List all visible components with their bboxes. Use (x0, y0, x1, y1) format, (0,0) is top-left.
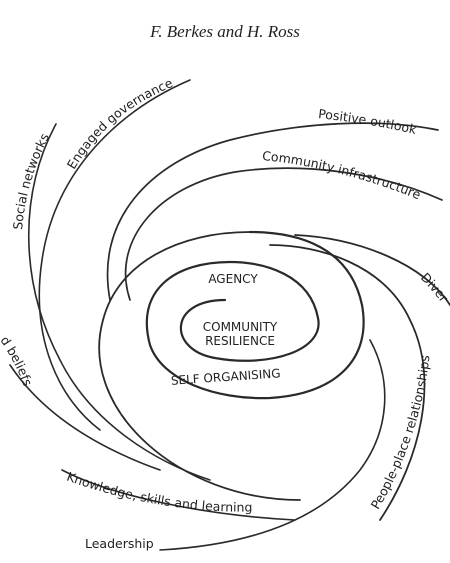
spiral-arm-positive-outlook (106, 122, 439, 301)
center-label-line1: COMMUNITY (203, 320, 278, 334)
spiral-core-loop (145, 230, 365, 400)
agency-label: AGENCY (208, 272, 258, 286)
arm-label-people-place: People-place relationships (368, 354, 433, 511)
spiral-arm-people-place (269, 244, 426, 521)
arm-label-positive-outlook: Positive outlook (318, 106, 419, 137)
self-organising-label: SELF ORGANISING (170, 366, 281, 388)
arm-label-social-networks: Social networks (10, 131, 52, 231)
page-header-authors: F. Berkes and H. Ross (150, 22, 300, 41)
arm-label-leadership: Leadership (85, 536, 154, 551)
spiral-arm-engaged-governance (38, 79, 191, 431)
spiral-arm-social-outer (27, 123, 211, 481)
arm-label-diversity: Diver (418, 270, 450, 306)
center-label-line2: RESILIENCE (205, 334, 275, 348)
spiral-arm-community-infrastructure (124, 167, 443, 301)
spiral-arm-diversity (294, 234, 450, 306)
spiral-arm-leadership (159, 339, 386, 551)
spiral-arm-values-beliefs (9, 364, 161, 471)
arm-label-values-beliefs: d beliefs (0, 333, 35, 388)
spiral-arm-social-networks (98, 231, 301, 501)
arm-label-community-infrastructure: Community infrastructure (262, 148, 424, 202)
spiral-arm-knowledge (61, 469, 296, 521)
arm-label-knowledge-skills: Knowledge, skills and learning (65, 469, 253, 515)
